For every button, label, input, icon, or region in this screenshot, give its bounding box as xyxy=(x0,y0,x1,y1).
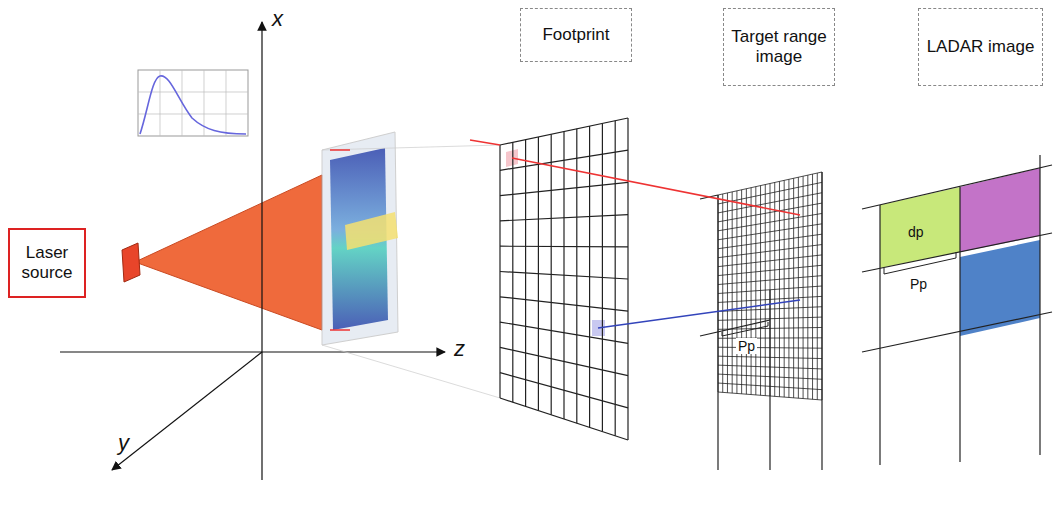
caption-box: Target range image xyxy=(723,8,835,86)
laser-source-box: Laser source xyxy=(8,228,86,298)
pitch-label: Pp xyxy=(736,338,757,354)
axis-label: z xyxy=(452,336,467,362)
ladar-image xyxy=(862,155,1052,465)
pixel-size-label: dp xyxy=(906,224,926,240)
node-text: Laser source xyxy=(14,243,80,283)
axis-label: x xyxy=(270,6,285,32)
axis-label: y xyxy=(116,430,131,456)
range-image-grid xyxy=(700,172,822,470)
footprint-grid xyxy=(470,118,628,440)
y-axis xyxy=(112,352,262,470)
pitch-label: Pp xyxy=(908,276,929,292)
laser-beam xyxy=(135,175,322,330)
projection-line xyxy=(512,158,800,215)
target-illustration xyxy=(322,132,500,398)
x-axis xyxy=(261,22,262,480)
projection-line xyxy=(598,300,800,328)
node-text: LADAR image xyxy=(927,37,1035,57)
laser-emitter xyxy=(122,243,140,282)
caption-box: LADAR image xyxy=(918,8,1043,86)
pulse-plot xyxy=(138,70,248,136)
z-axis xyxy=(60,351,445,352)
node-text: Footprint xyxy=(542,25,609,45)
node-text: Target range image xyxy=(728,27,830,67)
caption-box: Footprint xyxy=(520,8,632,62)
